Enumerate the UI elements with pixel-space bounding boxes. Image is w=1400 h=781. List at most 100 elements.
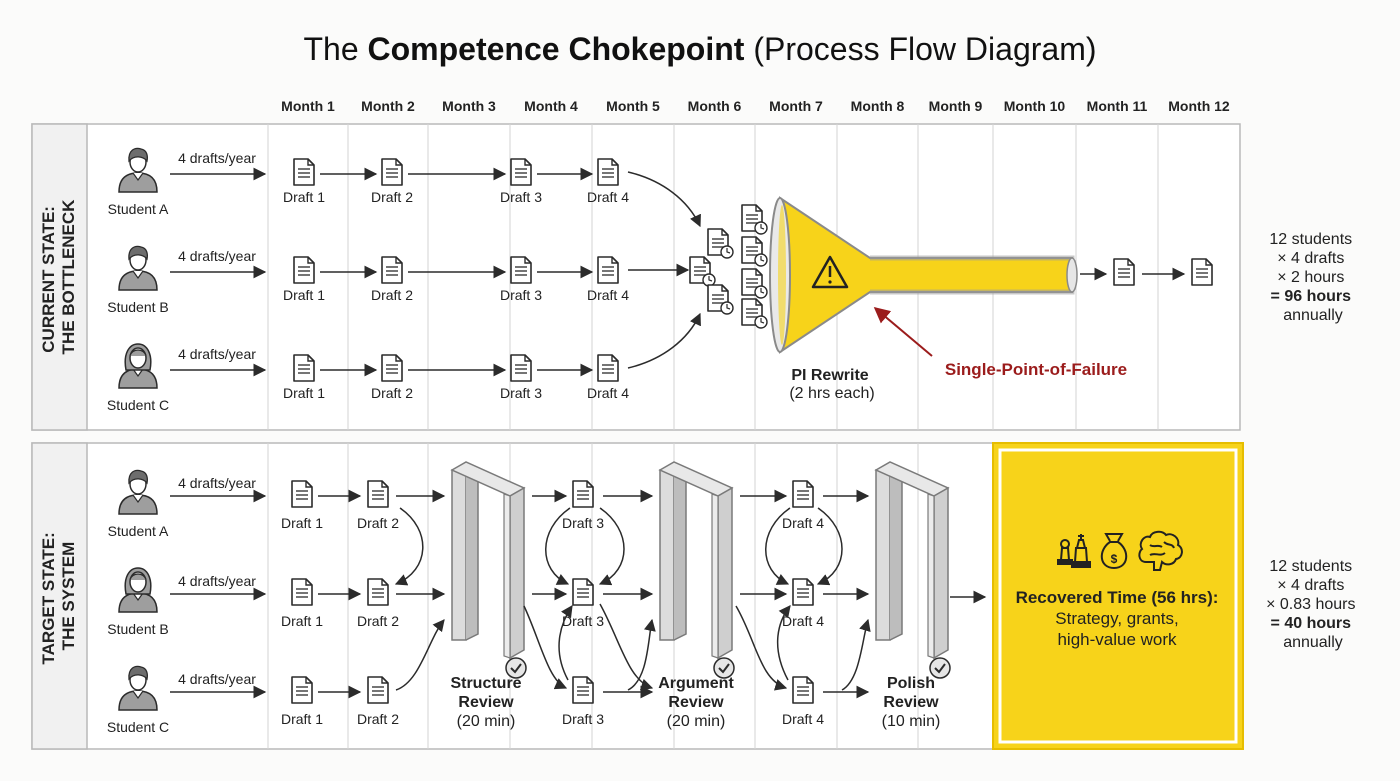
flow-arrow	[598, 507, 625, 586]
queued-draft-icon	[707, 228, 734, 259]
draft-label: Draft 4	[782, 613, 824, 629]
student-name: Student C	[107, 719, 169, 735]
document-icon	[792, 480, 814, 508]
month-header: Month 10	[1004, 98, 1066, 114]
document-icon	[367, 676, 389, 704]
document-icon	[1113, 258, 1135, 286]
flow-arrow	[841, 618, 871, 691]
draft-label: Draft 1	[281, 613, 323, 629]
current-state-label-bar	[31, 123, 88, 431]
chess-icon	[1057, 534, 1091, 568]
rate-label: 4 drafts/year	[178, 346, 256, 362]
draft-label: Draft 2	[357, 515, 399, 531]
queued-draft-icon	[689, 256, 716, 287]
draft-label: Draft 3	[500, 189, 542, 205]
month-header: Month 7	[769, 98, 823, 114]
document-icon	[381, 256, 403, 284]
flow-arrow	[735, 605, 788, 691]
flow-arrow	[523, 605, 568, 690]
document-icon	[381, 158, 403, 186]
funnel-title: PI Rewrite	[791, 367, 868, 384]
document-icon	[792, 578, 814, 606]
rate-label: 4 drafts/year	[178, 150, 256, 166]
student-name: Student A	[108, 201, 169, 217]
draft-label: Draft 2	[357, 711, 399, 727]
rate-label: 4 drafts/year	[178, 573, 256, 589]
funnel-subtitle: (2 hrs each)	[789, 385, 874, 402]
queued-draft-icon	[741, 204, 768, 235]
draft-label: Draft 3	[500, 287, 542, 303]
target-state-label: TARGET STATE: THE SYSTEM	[39, 528, 78, 665]
draft-label: Draft 1	[283, 385, 325, 401]
recovered-time-box: $ Recovered Time (56 hrs): Strategy, gra…	[992, 442, 1244, 750]
recovered-title: Recovered Time (56 hrs):	[1016, 588, 1219, 607]
review-gate	[658, 461, 735, 679]
flow-arrow	[627, 312, 701, 369]
recovered-line-2: high-value work	[1057, 630, 1177, 649]
queued-draft-icon	[741, 268, 768, 299]
month-header: Month 6	[688, 98, 742, 114]
brain-icon	[1138, 530, 1183, 571]
draft-label: Draft 4	[782, 515, 824, 531]
document-icon	[572, 578, 594, 606]
check-icon	[713, 657, 735, 679]
current-summary: 12 students × 4 drafts × 2 hours = 96 ho…	[1269, 231, 1356, 324]
target-summary: 12 students × 4 drafts × 0.83 hours = 40…	[1266, 558, 1360, 651]
month-header: Month 2	[361, 98, 415, 114]
month-header: Month 1	[281, 98, 335, 114]
document-icon	[597, 256, 619, 284]
draft-label: Draft 2	[371, 385, 413, 401]
month-header: Month 12	[1168, 98, 1230, 114]
recovered-line-1: Strategy, grants,	[1055, 609, 1178, 628]
student-name: Student C	[107, 397, 169, 413]
flow-arrow	[395, 619, 445, 691]
flow-arrow	[765, 507, 791, 585]
month-header: Month 11	[1087, 98, 1148, 114]
money-bag-icon: $	[1100, 533, 1128, 570]
current-state-label: CURRENT STATE: THE BOTTLENECK	[39, 199, 78, 355]
warning-icon	[811, 255, 849, 289]
draft-label: Draft 2	[371, 189, 413, 205]
draft-label: Draft 3	[562, 515, 604, 531]
rate-label: 4 drafts/year	[178, 671, 256, 687]
document-icon	[572, 676, 594, 704]
document-icon	[291, 480, 313, 508]
document-icon	[597, 158, 619, 186]
document-icon	[510, 354, 532, 382]
clock-icon	[754, 285, 768, 299]
document-icon	[597, 354, 619, 382]
student-name: Student B	[107, 299, 169, 315]
document-icon	[291, 676, 313, 704]
student-male-icon	[118, 147, 158, 193]
document-icon	[1191, 258, 1213, 286]
month-header: Month 5	[606, 98, 660, 114]
draft-label: Draft 4	[587, 189, 629, 205]
draft-label: Draft 2	[371, 287, 413, 303]
draft-label: Draft 3	[562, 711, 604, 727]
document-icon	[293, 256, 315, 284]
document-icon	[572, 480, 594, 508]
document-icon	[510, 158, 532, 186]
student-name: Student A	[108, 523, 169, 539]
student-male-icon	[118, 469, 158, 515]
document-icon	[367, 480, 389, 508]
month-header: Month 4	[524, 98, 578, 114]
document-icon	[293, 158, 315, 186]
document-icon	[367, 578, 389, 606]
clock-icon	[754, 315, 768, 329]
queued-draft-icon	[741, 298, 768, 329]
flow-arrow	[558, 605, 573, 681]
student-female-icon	[118, 567, 158, 613]
draft-label: Draft 4	[587, 287, 629, 303]
clock-icon	[720, 245, 734, 259]
page-title: The Competence Chokepoint (Process Flow …	[303, 31, 1096, 67]
month-header: Month 3	[442, 98, 496, 114]
